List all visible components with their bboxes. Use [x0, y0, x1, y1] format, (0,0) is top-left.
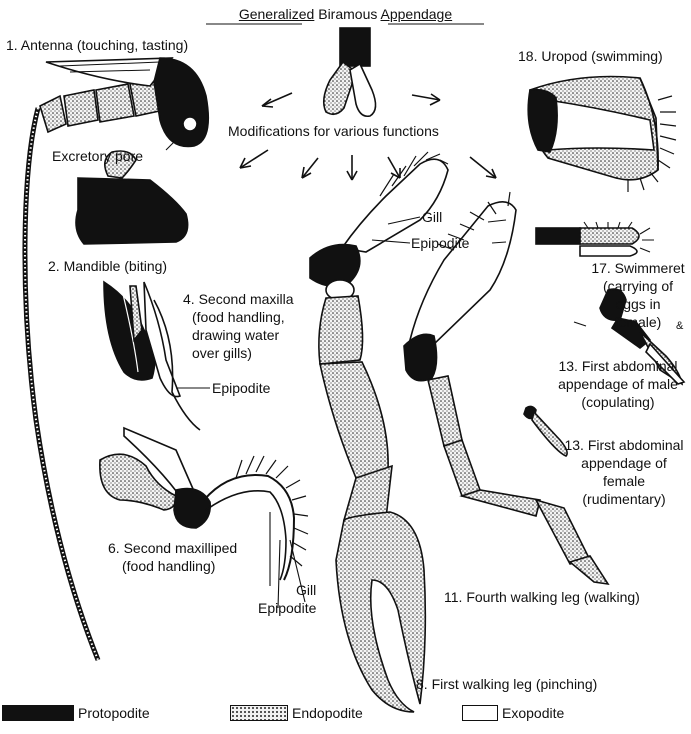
label-uropod: 18. Uropod (swimming): [518, 48, 663, 65]
label-female-appendage-2: appendage of: [560, 455, 688, 472]
subtitle: Modifications for various functions: [228, 123, 439, 140]
diagram-title: Generalized Biramous Appendage: [0, 6, 691, 22]
label-maxilla-epipodite: Epipodite: [212, 380, 270, 397]
label-mandible: 2. Mandible (biting): [48, 258, 167, 275]
legend-endopodite-swatch: [230, 705, 288, 721]
legend-exopodite: Exopodite: [462, 705, 564, 721]
label-male-appendage-3: (copulating): [548, 394, 688, 411]
swimmeret-drawing: [536, 222, 654, 256]
label-maxilla-1: 4. Second maxilla: [183, 291, 294, 308]
label-walk1-gill: Gill: [422, 209, 442, 226]
label-maxilla-3: drawing water: [192, 327, 279, 344]
label-swimmeret-3: eggs in: [588, 296, 688, 313]
title-word-appendage: Appendage: [381, 6, 453, 22]
label-female-appendage-3: female: [560, 473, 688, 490]
title-word-biramous: Biramous: [318, 6, 377, 22]
label-male-appendage-2: appendage of male: [548, 376, 688, 393]
legend-endopodite-label: Endopodite: [292, 705, 363, 721]
label-male-appendage-1: 13. First abdominal: [548, 358, 688, 375]
label-maxilliped-gill: Gill: [296, 582, 316, 599]
label-maxilliped-1: 6. Second maxilliped: [108, 540, 237, 557]
label-male-symbol: &: [676, 318, 683, 335]
legend-protopodite: Protopodite: [2, 705, 150, 721]
title-word-generalized: Generalized: [239, 6, 315, 22]
legend-endopodite: Endopodite: [230, 705, 363, 721]
label-female-appendage-1: 13. First abdominal: [560, 437, 688, 454]
label-maxilla-4: over gills): [192, 345, 252, 362]
label-fourth-walking-leg: 11. Fourth walking leg (walking): [444, 589, 640, 606]
label-excretory-pore: Excretory pore: [52, 148, 143, 165]
label-female-appendage-4: (rudimentary): [560, 491, 688, 508]
label-maxilliped-2: (food handling): [122, 558, 215, 575]
legend-protopodite-swatch: [2, 705, 74, 721]
label-first-walking-leg: 8. First walking leg (pinching): [416, 676, 597, 693]
legend-exopodite-label: Exopodite: [502, 705, 564, 721]
label-walk1-epipodite: Epipodite: [411, 235, 469, 252]
label-swimmeret-1: 17. Swimmeret: [588, 260, 688, 277]
label-maxilla-2: (food handling,: [192, 309, 285, 326]
uropod-drawing: [528, 77, 676, 193]
legend-protopodite-label: Protopodite: [78, 705, 150, 721]
legend-exopodite-swatch: [462, 705, 498, 721]
generalized-appendage: [324, 28, 376, 116]
label-swimmeret-2: (carrying of: [588, 278, 688, 295]
label-maxilliped-epipodite: Epipodite: [258, 600, 316, 617]
label-swimmeret-4: female): [588, 314, 688, 331]
label-antenna: 1. Antenna (touching, tasting): [6, 37, 188, 54]
